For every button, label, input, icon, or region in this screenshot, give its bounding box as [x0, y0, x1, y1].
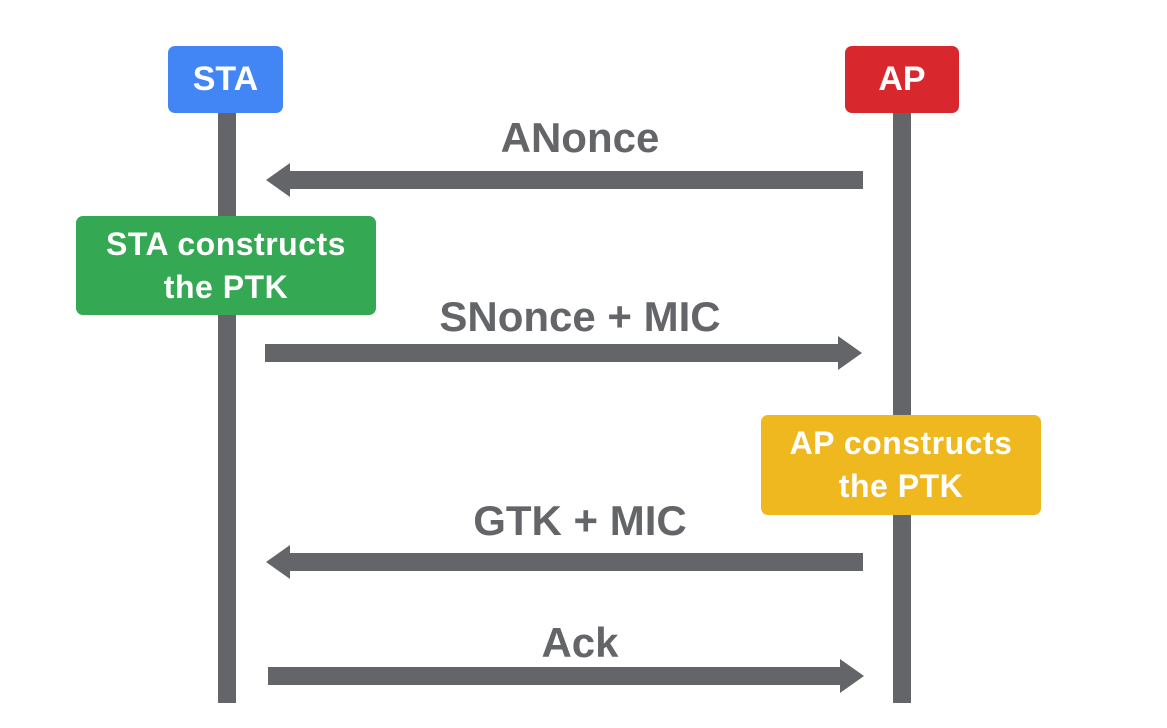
sta-note-line-1: STA constructs — [106, 225, 346, 262]
ap-lifeline — [893, 100, 911, 703]
message-label-gtk-mic: GTK + MIC — [473, 497, 687, 544]
message-label-ack: Ack — [541, 619, 619, 666]
ap-actor-box: AP — [845, 46, 959, 113]
message-label-snonce-mic: SNonce + MIC — [439, 293, 721, 340]
sta-note-line-2: the PTK — [163, 268, 289, 305]
arrow-snonce-mic — [265, 336, 862, 370]
ap-actor-label: AP — [878, 60, 926, 98]
ap-note-line-2: the PTK — [838, 468, 964, 504]
ap-note-line-1: AP constructs — [789, 425, 1013, 461]
arrow-anonce — [266, 163, 863, 197]
ap-constructs-ptk-note: AP constructs the PTK — [761, 415, 1041, 515]
arrow-gtk-mic — [266, 545, 863, 579]
arrow-ack — [268, 659, 864, 693]
sta-actor-label: STA — [192, 60, 259, 98]
sta-actor-box: STA — [168, 46, 283, 113]
message-label-anonce: ANonce — [500, 114, 660, 161]
sta-constructs-ptk-note: STA constructs the PTK — [76, 216, 376, 315]
